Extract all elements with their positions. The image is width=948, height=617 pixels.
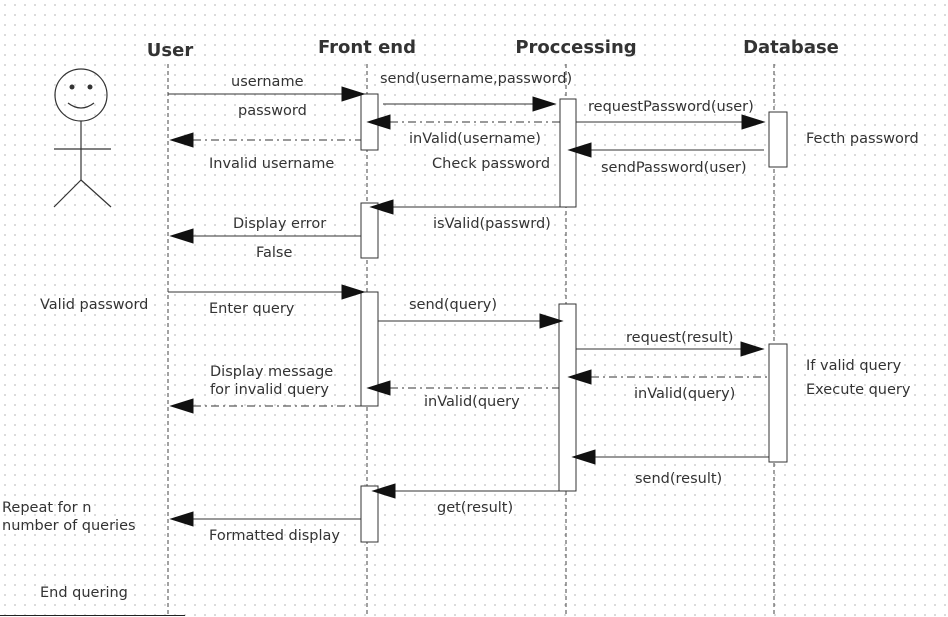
- message-invalid-query-db: [567, 369, 769, 385]
- participant-frontend: Front end: [318, 37, 416, 58]
- note-if-valid-query: If valid query: [806, 358, 902, 374]
- message-formatted-display: [169, 511, 361, 527]
- label-get-result: get(result): [437, 500, 513, 516]
- label-display-error: Display error: [233, 216, 326, 232]
- label-enter-query: Enter query: [209, 301, 295, 317]
- activation-database-1: [768, 111, 788, 168]
- message-get-result: [371, 483, 576, 499]
- label-check-password: Check password: [432, 156, 550, 172]
- activation-database-2: [768, 343, 788, 463]
- label-invalid-query-left: inValid(query: [424, 394, 520, 410]
- message-enter-query: [168, 284, 366, 300]
- message-display-error: [169, 228, 361, 244]
- activation-processing-1: [559, 98, 577, 208]
- message-invalid-username: [366, 114, 560, 130]
- note-execute-query: Execute query: [806, 382, 911, 398]
- message-request-result: [576, 341, 765, 357]
- message-display-invalid-query: [169, 398, 361, 414]
- activation-frontend-3: [360, 291, 379, 407]
- message-request-password: [576, 114, 766, 130]
- activation-processing-2: [558, 303, 577, 492]
- activation-frontend-4: [360, 485, 379, 543]
- label-formatted-display: Formatted display: [209, 528, 340, 544]
- activation-frontend-2: [360, 202, 379, 259]
- label-is-valid: isValid(passwrd): [433, 216, 551, 232]
- label-request-result: request(result): [626, 330, 733, 346]
- note-repeat-2: number of queries: [2, 518, 136, 534]
- message-send-result: [571, 449, 769, 465]
- label-display-message-2: for invalid query: [210, 382, 329, 398]
- label-send-credentials: send(username,password): [380, 71, 572, 87]
- actor-icon: [53, 68, 112, 208]
- message-send-credentials: [383, 96, 557, 112]
- message-send-password: [567, 142, 764, 158]
- label-request-password: requestPassword(user): [588, 99, 754, 115]
- label-send-query: send(query): [409, 297, 497, 313]
- message-send-query: [378, 313, 564, 329]
- note-fetch-password: Fecth password: [806, 131, 919, 147]
- label-send-password: sendPassword(user): [601, 160, 747, 176]
- message-is-valid: [369, 199, 576, 215]
- note-repeat-1: Repeat for n: [2, 500, 91, 516]
- message-username: [168, 86, 366, 102]
- participant-processing: Proccessing: [515, 37, 636, 58]
- label-username: username: [231, 74, 304, 90]
- note-end-querying: End quering: [40, 585, 128, 601]
- message-invalid-username-display: [169, 132, 361, 148]
- label-invalid-username: Invalid username: [209, 156, 334, 172]
- label-invalid-query-right: inValid(query): [634, 386, 735, 402]
- label-display-message-1: Display message: [210, 364, 333, 380]
- label-invalid-username-call: inValid(username): [409, 131, 541, 147]
- message-invalid-query-proc: [366, 380, 559, 396]
- label-false: False: [256, 245, 292, 261]
- label-password: password: [238, 103, 307, 119]
- participant-user: User: [147, 40, 194, 61]
- participant-database: Database: [743, 37, 839, 58]
- note-valid-password: Valid password: [40, 297, 148, 313]
- label-send-result: send(result): [635, 471, 722, 487]
